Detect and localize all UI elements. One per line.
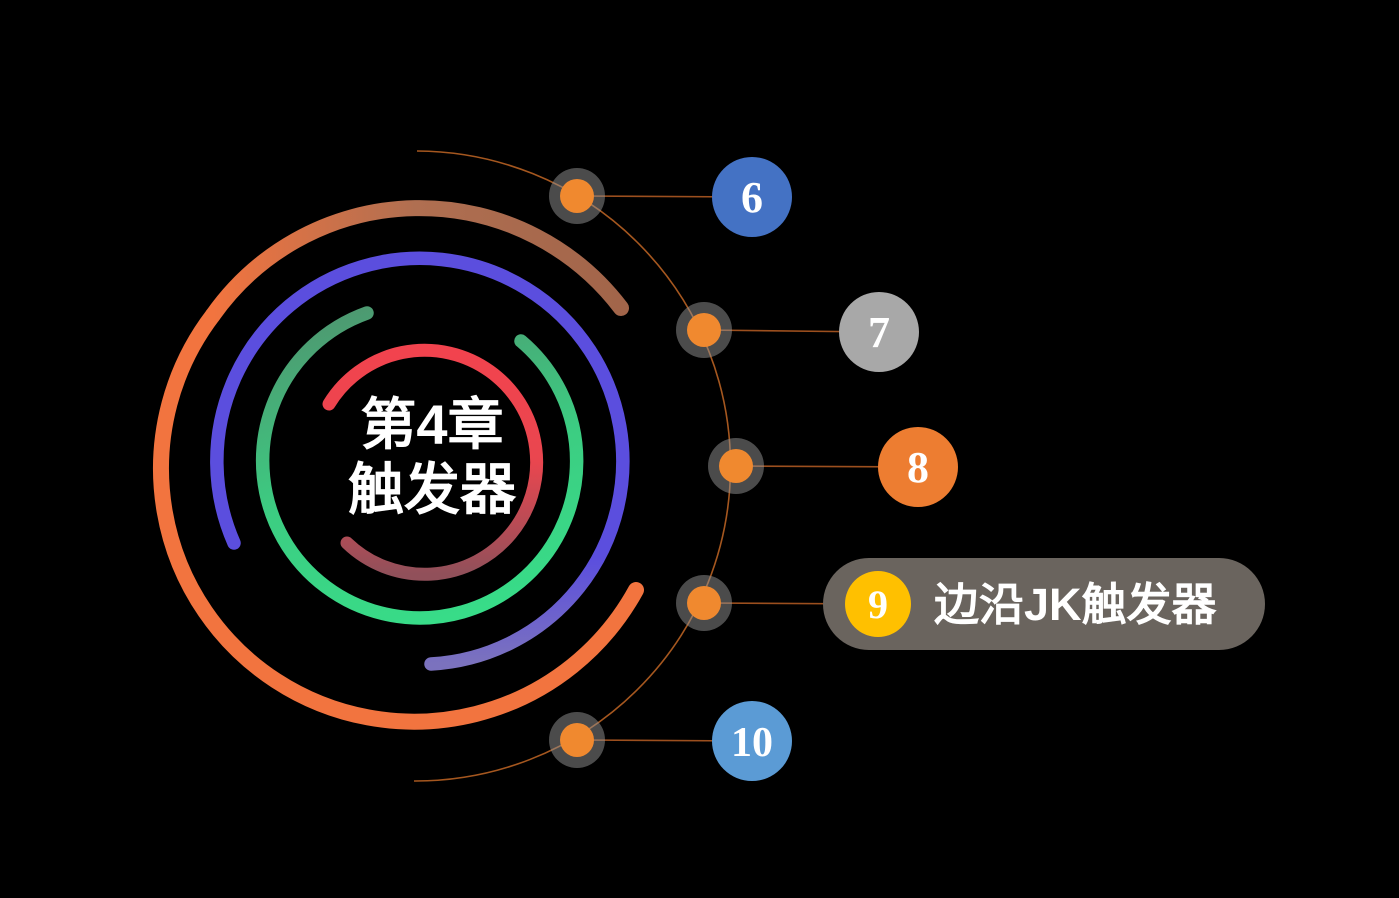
node-9-pill-background[interactable] bbox=[823, 558, 1265, 650]
node-9-pill[interactable]: 9 边沿JK触发器 bbox=[823, 558, 1265, 650]
ring-green bbox=[255, 306, 584, 625]
node-6[interactable]: 6 bbox=[712, 157, 792, 237]
node-7-number: 7 bbox=[868, 308, 890, 357]
node-8-number: 8 bbox=[907, 443, 929, 492]
center-title-line2: 触发器 bbox=[348, 458, 517, 521]
center-title-line1: 第4章 bbox=[360, 393, 503, 456]
node-6-circle[interactable] bbox=[712, 157, 792, 237]
node-9-label: 边沿JK触发器 bbox=[934, 579, 1218, 630]
node-7[interactable]: 7 bbox=[839, 292, 919, 372]
ring-purple bbox=[210, 251, 630, 671]
dot-3 bbox=[719, 449, 753, 483]
node-8[interactable]: 8 bbox=[878, 427, 958, 507]
dot-2 bbox=[687, 313, 721, 347]
dot-4 bbox=[687, 586, 721, 620]
node-7-circle[interactable] bbox=[839, 292, 919, 372]
ring-outer-brown bbox=[205, 200, 629, 323]
node-9-number: 9 bbox=[868, 582, 888, 627]
ring-red bbox=[322, 343, 544, 581]
node-8-circle[interactable] bbox=[878, 427, 958, 507]
node-6-number: 6 bbox=[741, 173, 763, 222]
node-9-circle[interactable] bbox=[845, 571, 911, 637]
orbit-dots bbox=[549, 168, 764, 768]
node-10-number: 10 bbox=[731, 720, 773, 766]
node-10-circle[interactable] bbox=[712, 701, 792, 781]
dot-5 bbox=[560, 723, 594, 757]
node-10[interactable]: 10 bbox=[712, 701, 792, 781]
dot-1 bbox=[560, 179, 594, 213]
ring-outer-orange bbox=[153, 307, 644, 730]
